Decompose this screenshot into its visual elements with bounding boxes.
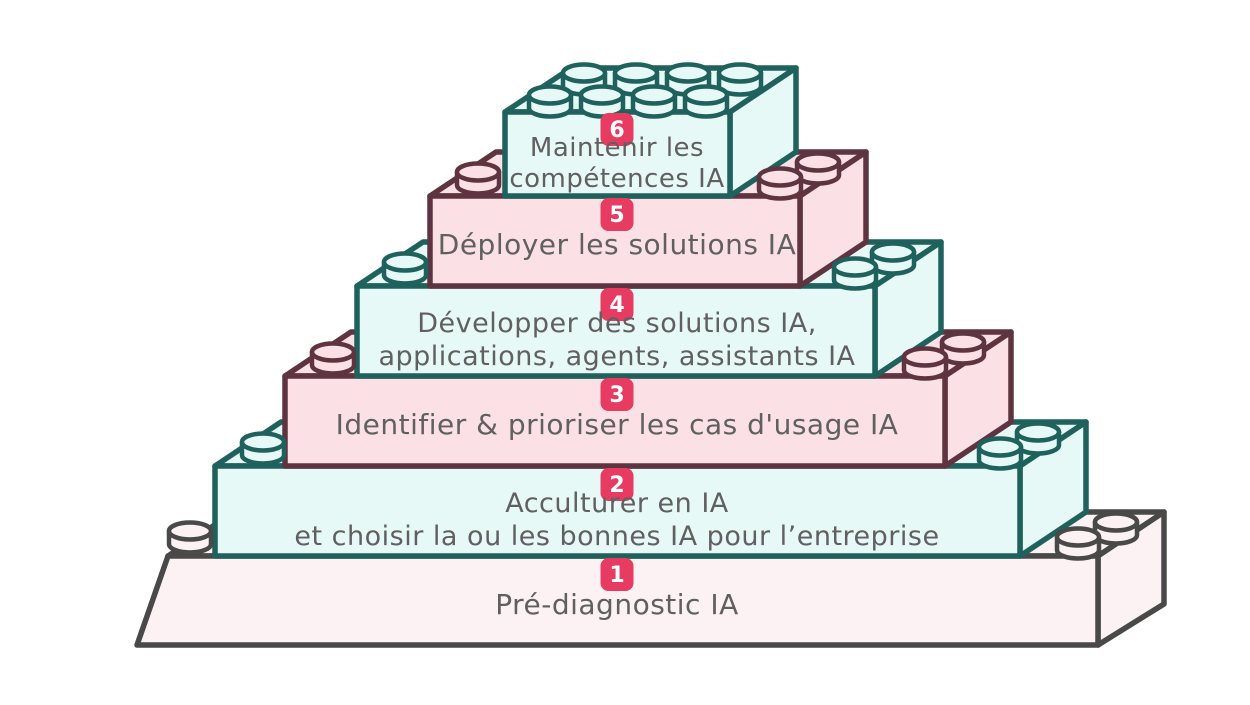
level-4-number-badge bbox=[600, 288, 634, 321]
stud-icon bbox=[457, 164, 499, 194]
stud-icon bbox=[1017, 424, 1059, 454]
stud-icon bbox=[904, 349, 946, 379]
level-5-number: 5 bbox=[609, 203, 624, 228]
stud-icon bbox=[1057, 529, 1099, 559]
level-3-number-badge bbox=[600, 378, 634, 411]
stud-icon bbox=[169, 523, 211, 553]
level-5-label: Déployer les solutions IA bbox=[438, 228, 796, 261]
stud-icon bbox=[759, 169, 801, 199]
level-2-number-badge bbox=[600, 468, 634, 501]
level-5-number-badge bbox=[600, 198, 634, 231]
level-3-number: 3 bbox=[609, 383, 624, 408]
stud-icon bbox=[242, 434, 284, 464]
level-2-labels: 2 Acculturer en IA et choisir la ou les … bbox=[294, 468, 939, 552]
level-1-number: 1 bbox=[609, 563, 624, 588]
level-1-number-badge bbox=[600, 558, 634, 591]
stud-icon bbox=[633, 87, 675, 117]
stud-icon bbox=[581, 87, 623, 117]
level-2-label-line-2: et choisir la ou les bonnes IA pour l’en… bbox=[294, 521, 939, 552]
stud-icon bbox=[529, 87, 571, 117]
level-4-number: 4 bbox=[609, 293, 624, 318]
level-6-label-line-1: Maintenir les bbox=[530, 133, 704, 163]
stud-icon bbox=[942, 334, 984, 364]
stud-icon bbox=[872, 244, 914, 274]
level-2-label-line-1: Acculturer en IA bbox=[505, 488, 729, 519]
level-2-number: 2 bbox=[609, 473, 624, 498]
level-4-label-line-2: applications, agents, assistants IA bbox=[378, 341, 855, 372]
level-6-number: 6 bbox=[609, 118, 624, 143]
level-5-labels: 5 Déployer les solutions IA bbox=[438, 198, 796, 261]
level-3-labels: 3 Identifier & prioriser les cas d'usage… bbox=[336, 378, 899, 441]
level-4-label-line-1: Développer des solutions IA, bbox=[417, 308, 817, 339]
level-6-number-badge bbox=[600, 113, 634, 146]
stud-icon bbox=[979, 439, 1021, 469]
level-3-label: Identifier & prioriser les cas d'usage I… bbox=[336, 408, 899, 441]
stud-icon bbox=[685, 87, 727, 117]
level-1-label: Pré-diagnostic IA bbox=[495, 588, 739, 621]
level-4-labels: 4 Développer des solutions IA, applicati… bbox=[378, 288, 855, 372]
stud-icon bbox=[384, 254, 426, 284]
stud-icon bbox=[797, 154, 839, 184]
stud-icon bbox=[1095, 514, 1137, 544]
stud-icon bbox=[834, 259, 876, 289]
stud-icon bbox=[312, 344, 354, 374]
level-1-labels: 1 Pré-diagnostic IA bbox=[495, 558, 739, 621]
level-6-label-line-2: compétences IA bbox=[509, 164, 724, 194]
level-6-labels: 6 Maintenir les compétences IA bbox=[509, 113, 724, 194]
